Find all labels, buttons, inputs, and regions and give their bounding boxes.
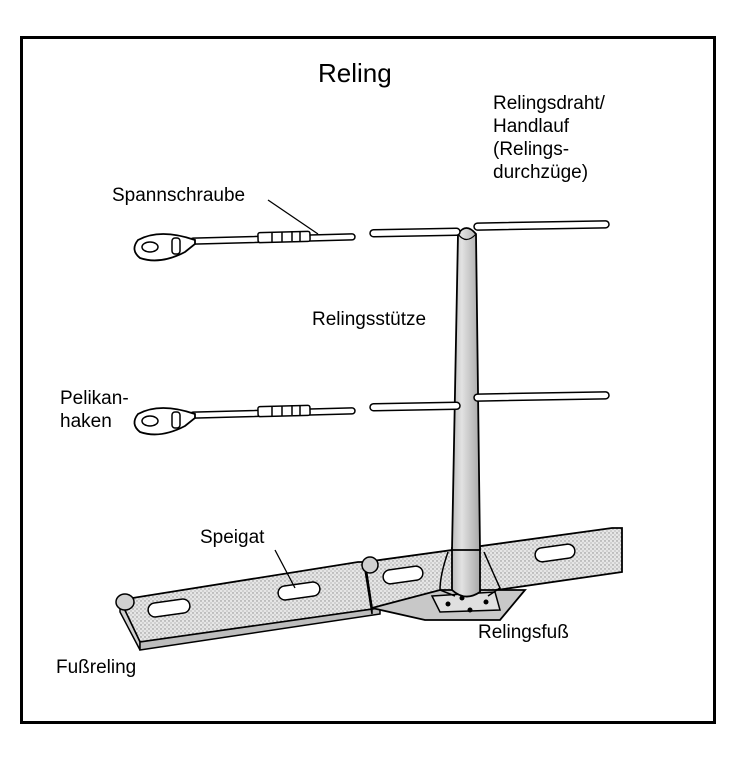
turnbuckle-icon [257,404,311,418]
label-pelikanhaken: Pelikan- haken [60,388,129,432]
lower-lifeline [133,391,610,436]
label-relingsfuss: Relingsfuß [478,622,569,643]
diagram-title: Reling [318,58,392,88]
scupper-hole [277,581,321,601]
label-relingsdraht: Relingsdraht/ Handlauf (Relings- durchzü… [493,93,605,183]
upper-lifeline [133,220,610,262]
pelican-hook-icon [133,407,196,436]
leader-lines [267,199,319,589]
toe-rail-left [115,561,381,651]
stanchion-base [371,547,527,621]
label-fussreling: Fußreling [56,657,137,678]
pelican-hook-icon [133,233,196,262]
turnbuckle-icon [257,230,311,244]
label-speigat: Speigat [200,527,265,548]
label-spannschraube: Spannschraube [112,185,246,206]
toe-rail-right [361,527,623,615]
stanchion-post [451,227,481,551]
label-relingsstuetze: Relingsstütze [312,309,427,330]
